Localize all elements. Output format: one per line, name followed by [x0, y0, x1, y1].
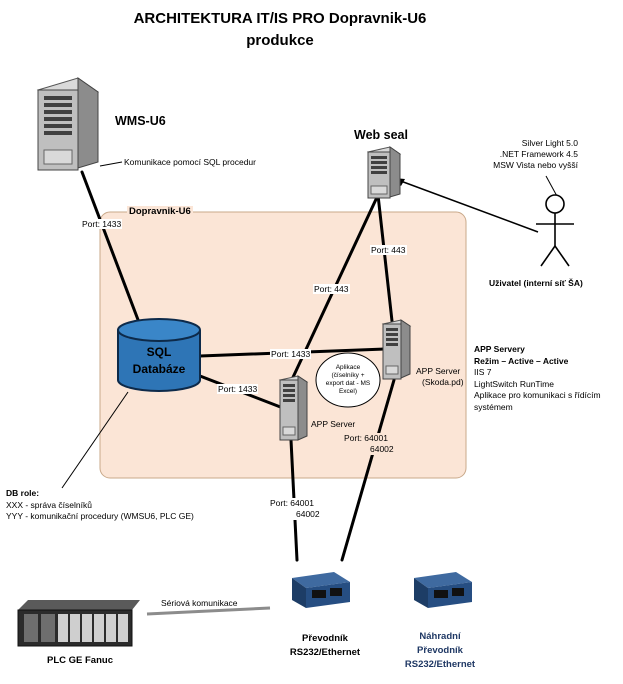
link-wms-db — [80, 170, 142, 327]
app-server-right-label: APP Server (Skoda.pd) — [416, 366, 464, 388]
port-label: Port: 64001 64002 — [270, 498, 320, 520]
app-server-right-line: APP Server — [416, 366, 461, 376]
bubble-line: (číselníky + — [331, 372, 365, 379]
spare-label-line: Převodník — [417, 645, 463, 656]
db-label: SQL Databáze — [118, 344, 200, 378]
converter-icon — [292, 572, 350, 608]
webseal-label: Web seal — [354, 128, 408, 142]
port-label-line: 64002 — [370, 444, 394, 454]
link-webseal-appright — [376, 193, 395, 332]
wms-note: Komunikace pomocí SQL procedur — [124, 157, 256, 167]
app-server-left-label: APP Server — [311, 419, 356, 429]
spare-converter-label: Náhradní Převodník RS232/Ethernet — [385, 630, 495, 672]
app-server-left-icon — [278, 375, 309, 441]
bubble-line: Excel) — [338, 388, 358, 395]
wms-server-icon — [36, 77, 100, 171]
sql-database-icon — [117, 318, 201, 392]
spare-converter-icon — [414, 572, 472, 608]
db-label-line2: Databáze — [132, 362, 186, 376]
db-role-line: YYY - komunikační procedury (WMSU6, PLC … — [6, 511, 194, 521]
requirements-list: Silver Light 5.0 .NET Framework 4.5 MSW … — [482, 138, 578, 171]
port-label-line: Port: 64001 — [344, 433, 388, 443]
requirement-item: MSW Vista nebo vyšší — [493, 160, 578, 170]
title-line1: ARCHITEKTURA IT/IS PRO Dopravnik-U6 — [133, 10, 427, 27]
serial-label: Sériová komunikace — [161, 598, 238, 608]
port-label: Port: 443 — [370, 245, 407, 255]
db-label-line1: SQL — [146, 345, 172, 359]
requirement-item: Silver Light 5.0 — [521, 138, 578, 148]
port-label-line: Port: 64001 — [270, 498, 314, 508]
app-servers-line: LightSwitch RunTime — [474, 378, 554, 389]
plc-label: PLC GE Fanuc — [47, 655, 113, 666]
title-line2: produkce — [246, 32, 314, 49]
spare-label-line: Náhradní — [419, 631, 461, 642]
port-label: Port: 1433 — [81, 219, 123, 229]
link-user-webseal — [397, 179, 539, 233]
port-label: Port: 1433 — [217, 384, 259, 394]
port-label: Port: 64001 64002 — [344, 433, 394, 455]
spare-label-line: RS232/Ethernet — [404, 659, 476, 670]
leader-dbrole — [61, 391, 129, 489]
app-servers-line: systémem — [474, 401, 513, 412]
webseal-server-icon — [366, 146, 402, 199]
converter-label-line: RS232/Ethernet — [289, 647, 361, 658]
app-server-right-line: (Skoda.pd) — [422, 377, 464, 387]
port-label: Port: 443 — [313, 284, 350, 294]
diagram-title: ARCHITEKTURA IT/IS PRO Dopravnik-U6 prod… — [60, 8, 500, 52]
app-servers-line: IIS 7 — [474, 367, 492, 377]
plc-icon — [17, 600, 140, 647]
app-bubble — [315, 352, 381, 408]
dopravnik-zone — [99, 211, 467, 479]
app-servers-mode: Režim – Active – Active — [474, 355, 569, 366]
user-label: Uživatel (interní síť ŠA) — [489, 278, 583, 288]
requirement-item: .NET Framework 4.5 — [499, 149, 578, 159]
port-label: Port: 1433 — [270, 349, 312, 359]
app-servers-heading: APP Servery — [474, 344, 525, 354]
zone-label: Dopravnik-U6 — [127, 206, 193, 217]
db-role-line: XXX - správa číselníků — [6, 499, 92, 510]
app-servers-line: Aplikace pro komunikaci s řídícím — [474, 390, 601, 400]
converter-label-line: Převodník — [302, 633, 348, 644]
app-servers-info: APP Servery Režim – Active – Active IIS … — [474, 344, 601, 413]
bubble-line: Aplikace — [335, 364, 361, 371]
app-server-right-icon — [381, 319, 412, 380]
user-icon — [536, 194, 574, 267]
converter-label: Převodník RS232/Ethernet — [270, 632, 380, 660]
link-appright-converter — [340, 378, 396, 562]
port-label-line: 64002 — [296, 509, 320, 519]
serial-link — [146, 606, 271, 616]
wms-label: WMS-U6 — [115, 114, 166, 128]
bubble-line: export dat - MS — [325, 380, 371, 387]
app-bubble-text: Aplikace (číselníky + export dat - MS Ex… — [318, 364, 378, 396]
db-role-heading: DB role: — [6, 488, 40, 498]
db-role-info: DB role: XXX - správa číselníků YYY - ko… — [6, 488, 194, 523]
leader-wms-note — [99, 161, 123, 167]
